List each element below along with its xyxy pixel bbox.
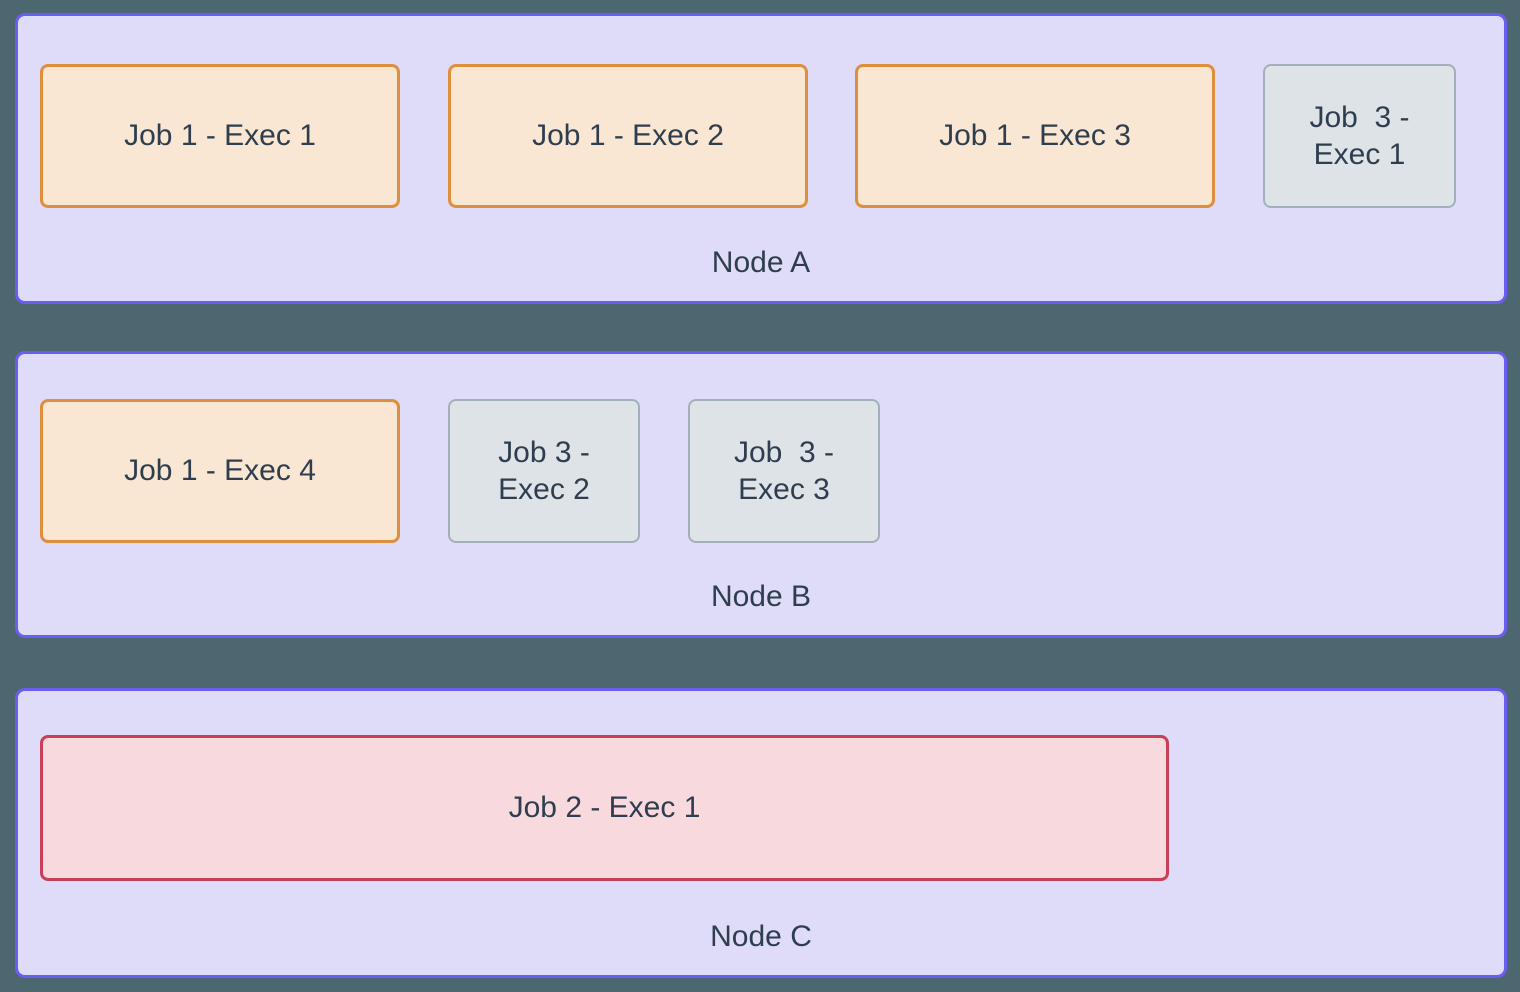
- executor-box-job3-exec1: Job 3 - Exec 1: [1263, 64, 1456, 208]
- executor-box-job3-exec2: Job 3 - Exec 2: [448, 399, 640, 543]
- node-c-container: Job 2 - Exec 1 Node C: [15, 688, 1507, 978]
- executor-box-job2-exec1: Job 2 - Exec 1: [40, 735, 1169, 881]
- executor-box-job1-exec3: Job 1 - Exec 3: [855, 64, 1215, 208]
- executor-box-job1-exec4: Job 1 - Exec 4: [40, 399, 400, 543]
- executor-box-job1-exec1: Job 1 - Exec 1: [40, 64, 400, 208]
- executor-box-job3-exec3: Job 3 - Exec 3: [688, 399, 880, 543]
- node-b-label: Node B: [710, 580, 812, 613]
- node-a-container: Job 1 - Exec 1 Job 1 - Exec 2 Job 1 - Ex…: [15, 13, 1507, 304]
- node-a-label: Node A: [711, 246, 811, 279]
- executor-box-job1-exec2: Job 1 - Exec 2: [448, 64, 808, 208]
- node-c-label: Node C: [710, 920, 812, 953]
- node-b-container: Job 1 - Exec 4 Job 3 - Exec 2 Job 3 - Ex…: [15, 351, 1507, 638]
